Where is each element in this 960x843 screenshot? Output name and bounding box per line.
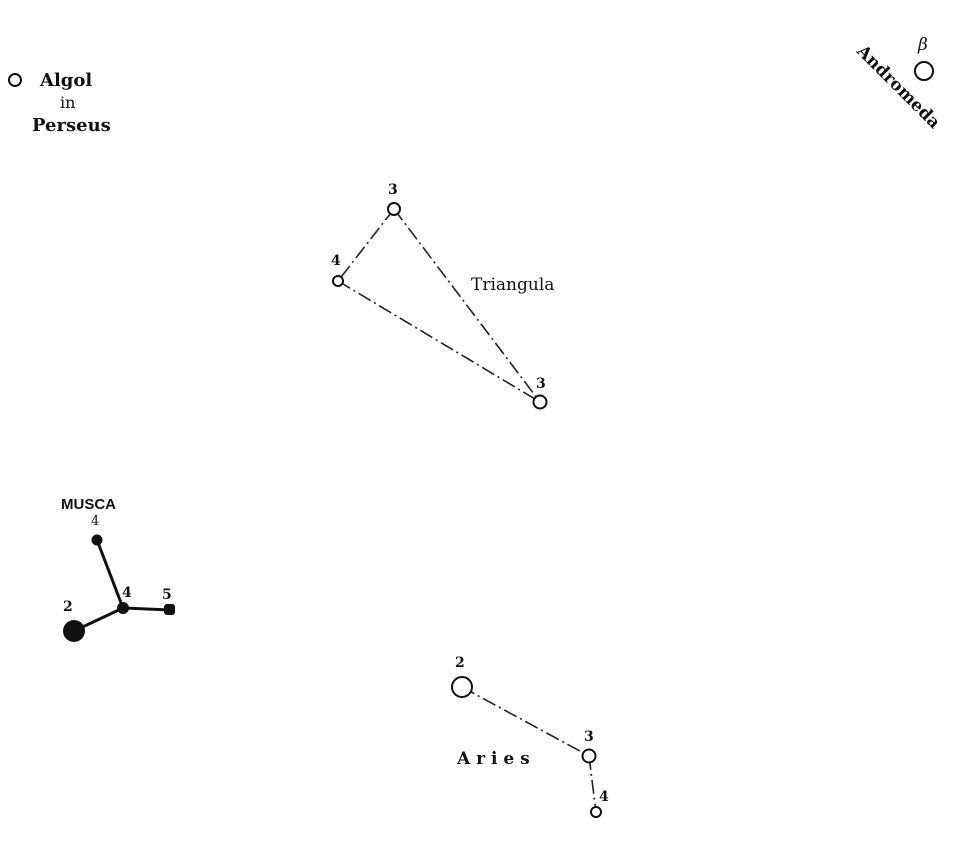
magnitude-label: 4 [91,514,99,529]
label-beta: β [917,35,928,55]
star-aries [581,748,597,764]
triangula-line [337,280,541,403]
star-triangula-top [387,202,401,216]
star-triangula-bottom [532,394,548,410]
musca-line [95,539,125,609]
label-aries: A r i e s [456,749,530,769]
magnitude-label: 2 [455,655,465,671]
magnitude-label: 4 [331,253,341,269]
label-in: in [60,93,75,112]
label-andromeda: Andromeda [852,41,944,133]
star-algol [8,73,22,87]
triangula-line [337,208,395,282]
star-musca [164,604,175,615]
label-perseus: Perseus [32,115,111,136]
label-algol: Algol [39,70,92,91]
star-aries [451,676,473,698]
label-triangula: Triangula [471,275,554,295]
triangula-line [393,208,541,403]
magnitude-label: 3 [584,729,594,745]
magnitude-label: 2 [63,599,73,615]
star-musca [117,602,129,614]
star-beta-andromeda [914,61,934,81]
magnitude-label: 3 [536,376,546,392]
star-triangula-left [332,275,344,287]
star-aries [590,806,602,818]
magnitude-label: 4 [122,585,132,601]
aries-line [588,755,597,813]
aries-line [461,686,590,757]
label-musca: MUSCA [61,496,116,513]
magnitude-label: 5 [162,587,172,603]
star-musca [63,620,85,642]
musca-line [122,606,171,612]
star-musca [91,534,103,546]
magnitude-label: 3 [388,182,398,198]
magnitude-label: 4 [599,789,609,805]
